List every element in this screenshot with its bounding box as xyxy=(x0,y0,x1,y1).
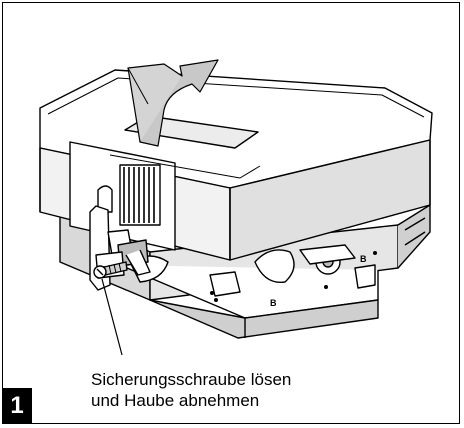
instruction-caption: Sicherungsschraube lösen und Haube abneh… xyxy=(91,369,291,411)
caption-line-2: und Haube abnehmen xyxy=(91,391,260,410)
locking-screw-assembly xyxy=(89,185,151,291)
caption-line-1: Sicherungsschraube lösen xyxy=(91,370,292,389)
part-mark-b-2: B xyxy=(360,254,367,264)
part-mark-b-1: B xyxy=(270,298,277,308)
screw-leader-line xyxy=(101,278,123,356)
step-number-badge: 1 xyxy=(2,388,32,424)
